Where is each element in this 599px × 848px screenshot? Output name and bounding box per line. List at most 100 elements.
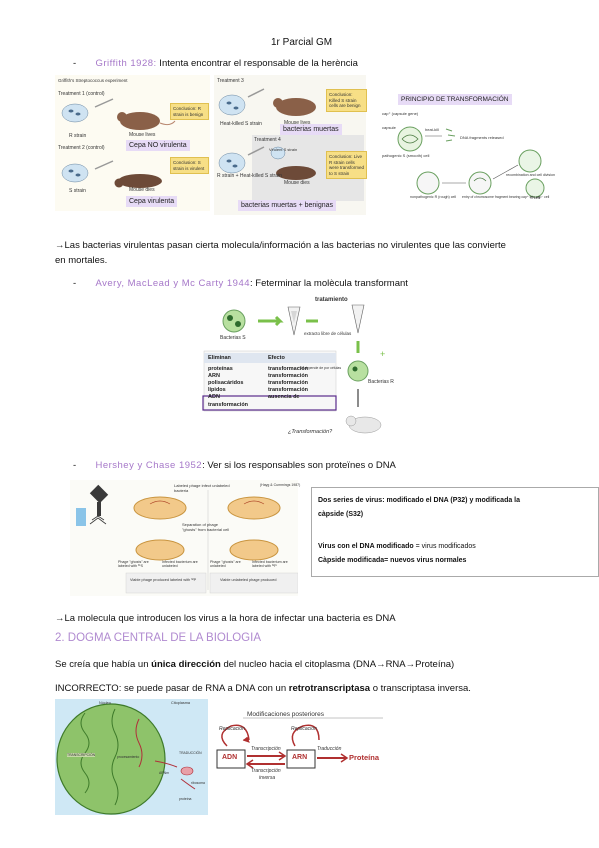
page-title: 1r Parcial GM (271, 37, 333, 48)
bullet-dash: - (73, 278, 77, 289)
paragraph-transformation: →Las bacterias virulentas pasan cierta m… (55, 240, 506, 252)
cell-label-citoplasma: Citoplasma (171, 701, 190, 705)
treatment-4-strain: R strain + Heat-killed S strain (217, 173, 282, 179)
treatment-1-result: Mouse lives (129, 132, 156, 138)
cell-label-nucleo: Núcleo (99, 701, 111, 705)
avery-diagram: + (202, 304, 385, 434)
dogma-diagram (216, 717, 383, 769)
griffith-text: Intenta encontrar el responsable de la h… (156, 58, 358, 69)
hershey-label-7: Viable phage produced labeled with ³²P (130, 578, 197, 582)
treatment-2-strain: S strain (69, 188, 86, 194)
hershey-label-5: Phage "ghosts" are unlabeled (210, 560, 241, 568)
avery-text: : Feterminar la molècula transformant (250, 278, 408, 289)
annotation-line-2: càpside (S32) (318, 511, 364, 518)
dogma-proteina: Proteína (349, 753, 380, 762)
treatment-4-illustration (218, 146, 316, 180)
treatment-2-result: Mouse dies (129, 187, 155, 193)
dogma-arn: ARN (292, 754, 308, 761)
dogma-adn: ADN (222, 754, 238, 761)
avery-bacterias-s: Bacterias S (220, 335, 246, 341)
treatment-1-label: Treatment 1 (control) (58, 91, 105, 97)
avery-bacterias-r: Bacterias R (368, 379, 394, 385)
arrow-glyph: → (55, 240, 65, 251)
avery-line: - Avery, MacLead y Mc Carty 1944: Feterm… (73, 278, 408, 290)
dogma-replicacion-1: Replicación (219, 726, 245, 732)
table-header-efecto: Efecto (268, 355, 285, 361)
bullet-dash: - (73, 58, 77, 69)
griffith-name: Griffith 1928: (95, 58, 157, 69)
treatment-4-conclusion: Conclusion: Live R strain cells were tra… (326, 151, 367, 179)
figure-title: Griffith's Streptococcus experiment (58, 78, 128, 83)
cell-label-transcripcion: TRANSCRIPCIÓN (67, 753, 96, 757)
transformation-diagram (397, 126, 545, 198)
arrow-glyph: → (55, 613, 65, 624)
hershey-label-4: Infected bacterium are unlabeled (162, 560, 198, 568)
label-cepa-no-virulenta: Cepa NO virulenta (126, 140, 190, 151)
annotation-line-3: Virus con el DNA modificado = virus modi… (318, 543, 476, 550)
paragraph-incorrecto: INCORRECTO: se puede pasar de RNA a DNA … (55, 683, 471, 694)
treatment-4-label: Treatment 4 (254, 137, 281, 143)
dogma-transcripcion-inversa-2: inversa (259, 775, 276, 781)
cell-label-proteina: proteína (179, 797, 192, 801)
treatment-3-illustration (218, 88, 316, 116)
label-heat-kill: heat-kill (425, 127, 439, 132)
hershey-diagram (76, 484, 298, 594)
treatment-3-label: Treatment 3 (217, 78, 244, 84)
dogma-replicacion-2: Replicación (291, 726, 317, 732)
section-title: 2. DOGMA CENTRAL DE LA BIOLOGIA (55, 632, 261, 644)
paragraph-dogma: Se creía que había un única dirección de… (55, 659, 455, 670)
hershey-figure: (Hayg & Cummings 1987) Labeled phage inf… (70, 480, 300, 596)
hershey-label-2: Separation of phage "ghosts" from bacter… (182, 522, 230, 532)
label-entry-chromosome: entry of chromosome fragment bearing cap… (462, 195, 550, 199)
treatment-1-illustration (61, 98, 176, 130)
hershey-name: Hershey y Chase 1952 (95, 460, 203, 471)
dogma-title: Modificaciones posteriores (247, 711, 324, 718)
cell-figure: Núcleo Citoplasma TRANSCRIPCIÓN procesam… (55, 699, 208, 815)
label-nonpathogenic: nonpathogenic R (rough) cell (410, 195, 457, 199)
treatment-3-strain: Heat-killed S strain (220, 121, 262, 127)
avery-figure: + tratamiento Bacterias S extracto libre… (200, 297, 395, 442)
paragraph-text: Las bacterias virulentas pasan cierta mo… (64, 240, 506, 251)
dogma-figure: Modificaciones posteriores Replicación R… (213, 706, 383, 802)
label-bacterias-muertas-benignas: bacterias muertas + benignas (238, 200, 337, 211)
hershey-line: - Hershey y Chase 1952: Ver si los respo… (73, 460, 396, 472)
dogma-transcripcion: Transcripción (251, 746, 281, 752)
treatment-4-result: Mouse dies (284, 180, 310, 186)
cell-label-procesamiento: procesamiento (117, 755, 140, 759)
hershey-label-1: Labeled phage infect unlabeled bacteria (174, 483, 230, 493)
bullet-dash: - (73, 460, 77, 471)
treatment-2-illustration (61, 160, 162, 188)
cell-label-ribosoma: ribosoma (191, 781, 205, 785)
griffith-figure-2: Treatment 3 Heat-killed S strain Mouse l… (214, 75, 367, 215)
treatment-1-strain: R strain (69, 133, 87, 139)
label-bacterias-muertas: bacterias muertas (280, 124, 342, 135)
transformation-figure: cap⁺ (capsule gene) capsule heat-kill pa… (380, 91, 560, 201)
hershey-label-8: Viable unlabeled phage produced (220, 578, 277, 582)
label-s-cell: S cell (530, 195, 540, 200)
annotation-line-4: Càpside modificada= nuevos virus normale… (318, 557, 467, 564)
label-cepa-virulenta: Cepa virulenta (126, 196, 178, 207)
label-capsule: capsule (382, 125, 396, 130)
treatment-4-virulent: Virulent S strain (269, 147, 298, 152)
griffith-line: - Griffith 1928: Intenta encontrar el re… (73, 58, 358, 70)
treatment-2-label: Treatment 2 (control) (58, 145, 105, 151)
hershey-label-6: Infected bacterium are labeled with ³²P (252, 560, 288, 568)
avery-pregunta: ¿Transformación? (288, 429, 333, 435)
label-principio-transformacion: PRINCIPIO DE TRANSFORMACIÓN (398, 94, 512, 105)
label-cap-gene: cap⁺ (capsule gene) (382, 111, 419, 116)
label-pathogenic: pathogenic S (smooth) cell (382, 153, 430, 158)
cell-label-arnm: ARNm (159, 771, 169, 775)
treatment-3-conclusion: Conclusion: Killed S strain cells are be… (326, 89, 367, 112)
dogma-transcripcion-inversa-1: Transcripción (251, 768, 281, 774)
treatment-1-conclusion: Conclusion: R strain is benign (170, 103, 209, 120)
avery-tratamiento: tratamiento (315, 297, 348, 303)
avery-name: Avery, MacLead y Mc Carty 1944 (95, 278, 251, 289)
avery-side-note: + lo depende de por células (298, 366, 342, 370)
paragraph-transformation-cont: en mortales. (55, 255, 108, 266)
hershey-annotation-box: Dos series de virus: modificado el DNA (… (311, 487, 599, 577)
